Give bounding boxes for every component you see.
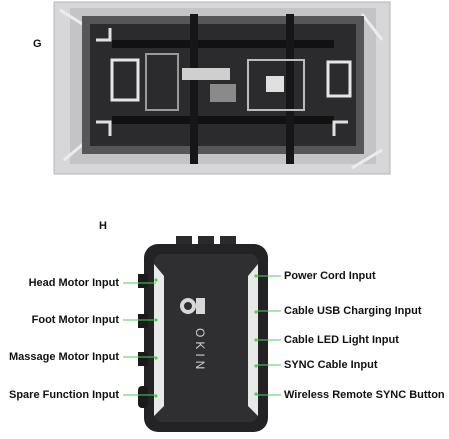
label-cable-usb-charging-input: Cable USB Charging Input: [284, 305, 422, 317]
label-foot-motor-input: Foot Motor Input: [31, 314, 119, 326]
figure-g-letter: G: [33, 38, 42, 50]
label-sync-cable-input: SYNC Cable Input: [284, 359, 378, 371]
bed-base-photo: [53, 1, 391, 175]
okin-control-box: OKIN: [138, 236, 268, 432]
label-spare-function-input: Spare Function Input: [9, 389, 119, 401]
label-head-motor-input: Head Motor Input: [28, 277, 119, 289]
figure-h-letter: H: [99, 220, 107, 232]
label-cable-led-light-input: Cable LED Light Input: [284, 334, 399, 346]
label-wireless-remote-sync-button: Wireless Remote SYNC Button: [284, 389, 445, 401]
label-massage-motor-input: Massage Motor Input: [8, 351, 119, 363]
label-power-cord-input: Power Cord Input: [284, 270, 376, 282]
brand-text: OKIN: [193, 328, 207, 373]
